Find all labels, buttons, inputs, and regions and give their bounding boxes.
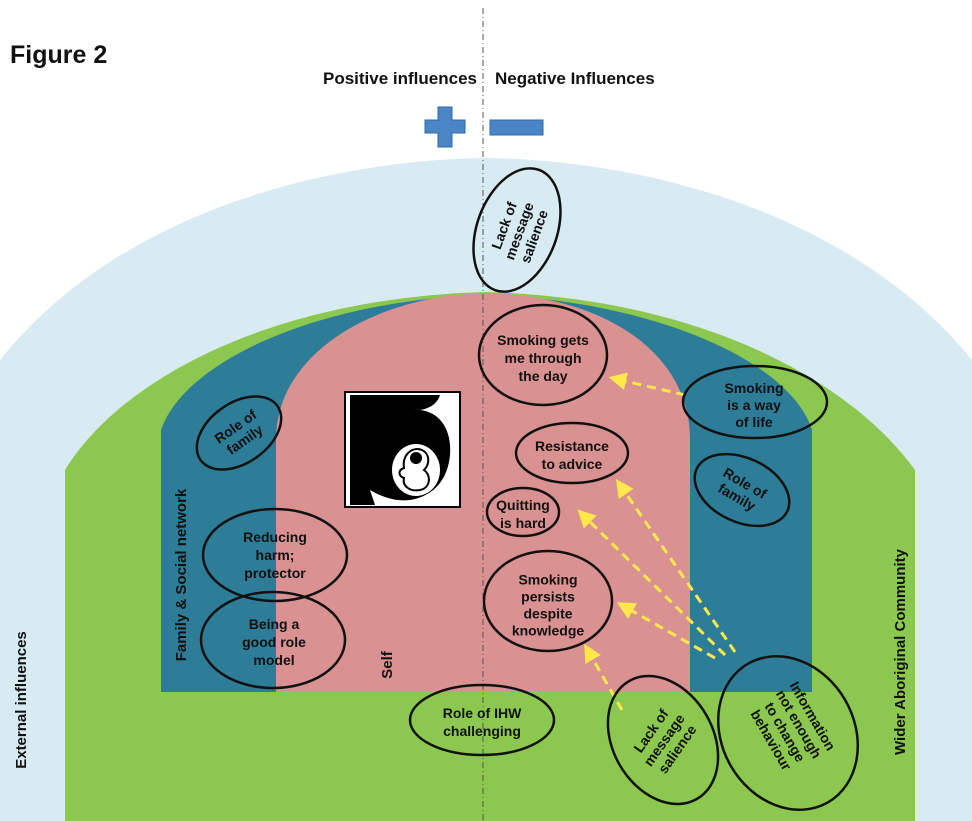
text-good-role-model-text: Being a good role model [242, 616, 306, 668]
influence-arrows [577, 372, 737, 711]
text-smoking-gets-me: Smoking gets me through the day [497, 332, 589, 384]
plus-icon [424, 106, 466, 148]
external-label: External influences [13, 631, 30, 769]
oval-text-line: good role [242, 634, 306, 650]
text-role-ihw-text: Role of IHW challenging [443, 705, 522, 739]
oval-text-line: knowledge [512, 623, 585, 639]
oval-smoking-persists [482, 549, 614, 653]
arrow-salience-to-persists [584, 643, 624, 711]
oval-info-not-enough [716, 655, 860, 811]
oval-text-line: Role of IHW [443, 705, 522, 721]
text-resistance-text: Resistance to advice [535, 438, 609, 472]
oval-text-line: challenging [443, 723, 521, 739]
oval-text-line: the day [518, 368, 567, 384]
oval-text-line: is a way [727, 397, 781, 413]
arrow-info-to-quitting [577, 509, 727, 657]
text-smoking-gets-me-text: Smoking gets me through the day [497, 332, 589, 384]
text-role-family-right-text: Role offamily [712, 464, 769, 516]
oval-resistance [514, 421, 630, 485]
minus-icon [489, 119, 544, 136]
community-label: Wider Aboriginal Community [892, 548, 909, 755]
oval-text-line: Quitting [496, 497, 550, 513]
pregnant-woman-icon [344, 391, 461, 508]
oval-text-line: persists [521, 589, 575, 605]
negative-heading: Negative Influences [495, 69, 655, 88]
oval-text-line: harm; [256, 547, 295, 563]
text-reducing-harm: Reducing harm; protector [243, 529, 307, 581]
positive-heading: Positive influences [323, 69, 477, 88]
arrow-way-of-life-to-gets-me [608, 372, 686, 397]
text-quitting-hard: Quitting is hard [496, 497, 550, 531]
oval-smoking-gets-me [477, 303, 609, 407]
text-resistance: Resistance to advice [535, 438, 609, 472]
arrow-info-to-persists [616, 602, 716, 660]
oval-text-line: Smoking gets [497, 332, 589, 348]
oval-reducing-harm [201, 507, 349, 603]
oval-role-family-right [693, 452, 791, 528]
oval-text-line: is hard [500, 515, 546, 531]
text-role-ihw: Role of IHW challenging [443, 705, 522, 739]
oval-way-of-life [681, 364, 829, 440]
oval-lack-salience-bottom [606, 674, 720, 806]
arrow-info-to-resistance [615, 479, 737, 653]
oval-text-line: me through [505, 350, 582, 366]
oval-role-family-left [195, 395, 283, 471]
oval-good-role-model [199, 590, 347, 690]
oval-quitting-hard [485, 486, 561, 538]
oval-role-ihw [408, 683, 556, 757]
text-quitting-hard-text: Quitting is hard [496, 497, 550, 531]
oval-text-line: of life [735, 414, 773, 430]
oval-text-line: despite [523, 606, 572, 622]
oval-text-line: protector [244, 565, 306, 581]
family-label: Family & Social network [173, 488, 190, 661]
oval-lack-salience-top [472, 167, 562, 293]
text-good-role-model: Being a good role model [242, 616, 306, 668]
oval-text-line: Being a [249, 616, 300, 632]
self-label: Self [379, 650, 396, 679]
oval-text-line: Resistance [535, 438, 609, 454]
figure-title: Figure 2 [10, 41, 107, 69]
oval-text-line: model [253, 652, 294, 668]
oval-text-line: to advice [542, 456, 603, 472]
oval-text-line: Reducing [243, 529, 307, 545]
oval-text-line: Smoking [518, 572, 577, 588]
text-reducing-harm-text: Reducing harm; protector [243, 529, 307, 581]
text-role-family-right: Role offamily [712, 464, 769, 516]
oval-text-line: Smoking [724, 380, 783, 396]
